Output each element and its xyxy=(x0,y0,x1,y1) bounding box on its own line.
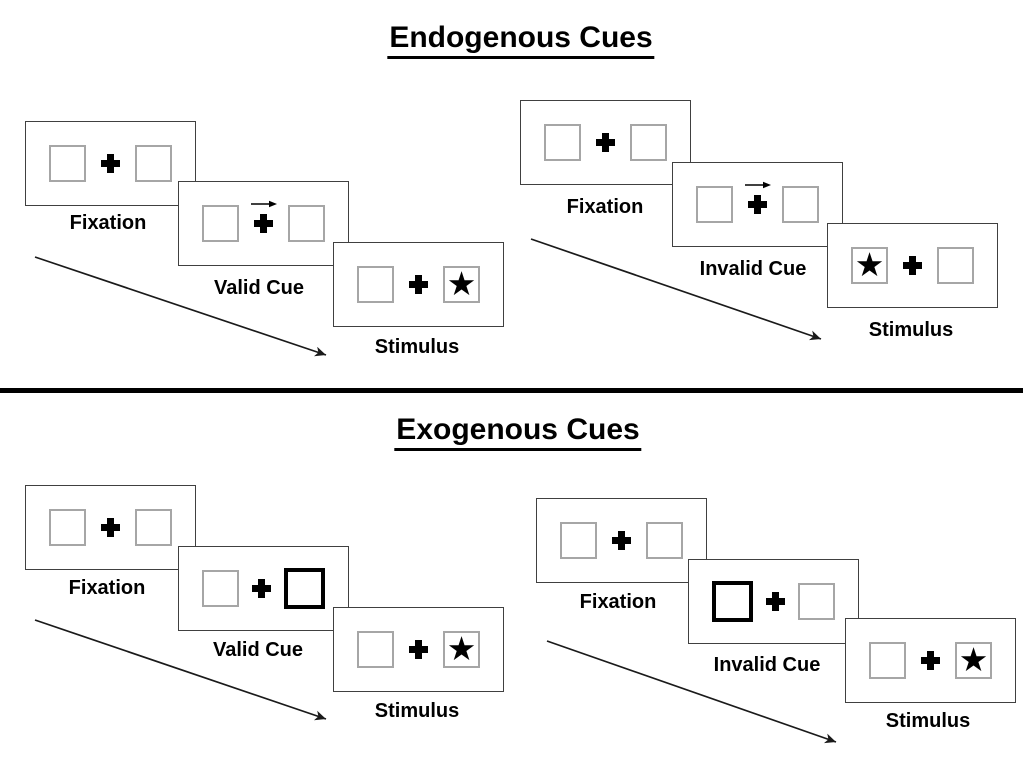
cue-arrow-right-icon xyxy=(250,200,277,208)
fixation-cross-icon xyxy=(921,651,940,670)
exogenous-valid-stimulus-panel: ★ xyxy=(333,607,504,692)
fixation-point xyxy=(903,256,922,275)
stimulus-label: Stimulus xyxy=(374,700,460,722)
fixation-cross-icon xyxy=(254,214,273,233)
fixation-point xyxy=(101,518,120,537)
right-stimulus-box: ★ xyxy=(955,642,992,679)
star-icon: ★ xyxy=(446,264,477,303)
fixation-cross-icon xyxy=(612,531,631,550)
valid-cue-label: Valid Cue xyxy=(213,277,305,299)
fixation-cross-icon xyxy=(409,640,428,659)
fixation-point xyxy=(766,592,785,611)
right-placeholder-box xyxy=(135,145,172,182)
right-placeholder-box xyxy=(288,205,325,242)
left-placeholder-box xyxy=(202,570,239,607)
right-placeholder-box xyxy=(798,583,835,620)
star-icon: ★ xyxy=(854,245,885,284)
fixation-cross-icon xyxy=(101,154,120,173)
sequence-arrow-icon xyxy=(530,238,822,341)
fixation-label: Fixation xyxy=(566,196,644,218)
right-placeholder-box xyxy=(646,522,683,559)
endogenous-invalid-cue-panel xyxy=(672,162,843,247)
exogenous-valid-cue-panel xyxy=(178,546,349,631)
fixation-point xyxy=(250,200,277,233)
stimulus-label: Stimulus xyxy=(885,710,971,732)
fixation-cross-icon xyxy=(252,579,271,598)
star-icon: ★ xyxy=(446,629,477,668)
left-placeholder-box xyxy=(544,124,581,161)
fixation-point xyxy=(612,531,631,550)
right-cued-box xyxy=(284,568,325,609)
left-placeholder-box xyxy=(696,186,733,223)
cue-arrow-right-icon xyxy=(744,181,771,189)
right-placeholder-box xyxy=(782,186,819,223)
right-placeholder-box xyxy=(630,124,667,161)
valid-cue-label: Valid Cue xyxy=(212,639,304,661)
endogenous-valid-stimulus-panel: ★ xyxy=(333,242,504,327)
fixation-cross-icon xyxy=(101,518,120,537)
right-stimulus-box: ★ xyxy=(443,266,480,303)
fixation-point xyxy=(252,579,271,598)
fixation-cross-icon xyxy=(766,592,785,611)
invalid-cue-label: Invalid Cue xyxy=(699,258,807,280)
section-divider xyxy=(0,388,1023,393)
stimulus-label: Stimulus xyxy=(868,319,954,341)
fixation-label: Fixation xyxy=(69,212,147,234)
right-placeholder-box xyxy=(135,509,172,546)
right-placeholder-box xyxy=(937,247,974,284)
fixation-point xyxy=(744,181,771,214)
fixation-cross-icon xyxy=(409,275,428,294)
exogenous-valid-fixation-panel xyxy=(25,485,196,570)
left-placeholder-box xyxy=(357,266,394,303)
left-cued-box xyxy=(712,581,753,622)
sequence-arrow-icon xyxy=(34,256,327,357)
left-placeholder-box xyxy=(49,145,86,182)
fixation-point xyxy=(409,275,428,294)
fixation-point xyxy=(101,154,120,173)
endogenous-invalid-fixation-panel xyxy=(520,100,691,185)
invalid-cue-label: Invalid Cue xyxy=(713,654,821,676)
fixation-point xyxy=(409,640,428,659)
fixation-cross-icon xyxy=(903,256,922,275)
fixation-label: Fixation xyxy=(68,577,146,599)
section-title-text: Exogenous Cues xyxy=(394,414,642,451)
left-placeholder-box xyxy=(869,642,906,679)
endogenous-valid-fixation-panel xyxy=(25,121,196,206)
left-placeholder-box xyxy=(202,205,239,242)
sequence-arrow-icon xyxy=(34,619,327,721)
exogenous-section-title: Exogenous Cues xyxy=(394,414,642,451)
exogenous-invalid-fixation-panel xyxy=(536,498,707,583)
endogenous-section-title: Endogenous Cues xyxy=(387,22,655,59)
fixation-point xyxy=(596,133,615,152)
fixation-label: Fixation xyxy=(579,591,657,613)
endogenous-valid-cue-panel xyxy=(178,181,349,266)
sequence-arrow-icon xyxy=(546,640,837,744)
fixation-cross-icon xyxy=(748,195,767,214)
left-placeholder-box xyxy=(49,509,86,546)
left-stimulus-box: ★ xyxy=(851,247,888,284)
fixation-cross-icon xyxy=(596,133,615,152)
section-title-text: Endogenous Cues xyxy=(387,22,655,59)
right-stimulus-box: ★ xyxy=(443,631,480,668)
star-icon: ★ xyxy=(958,640,989,679)
left-placeholder-box xyxy=(560,522,597,559)
exogenous-invalid-cue-panel xyxy=(688,559,859,644)
stimulus-label: Stimulus xyxy=(374,336,460,358)
exogenous-invalid-stimulus-panel: ★ xyxy=(845,618,1016,703)
endogenous-invalid-stimulus-panel: ★ xyxy=(827,223,998,308)
fixation-point xyxy=(921,651,940,670)
left-placeholder-box xyxy=(357,631,394,668)
